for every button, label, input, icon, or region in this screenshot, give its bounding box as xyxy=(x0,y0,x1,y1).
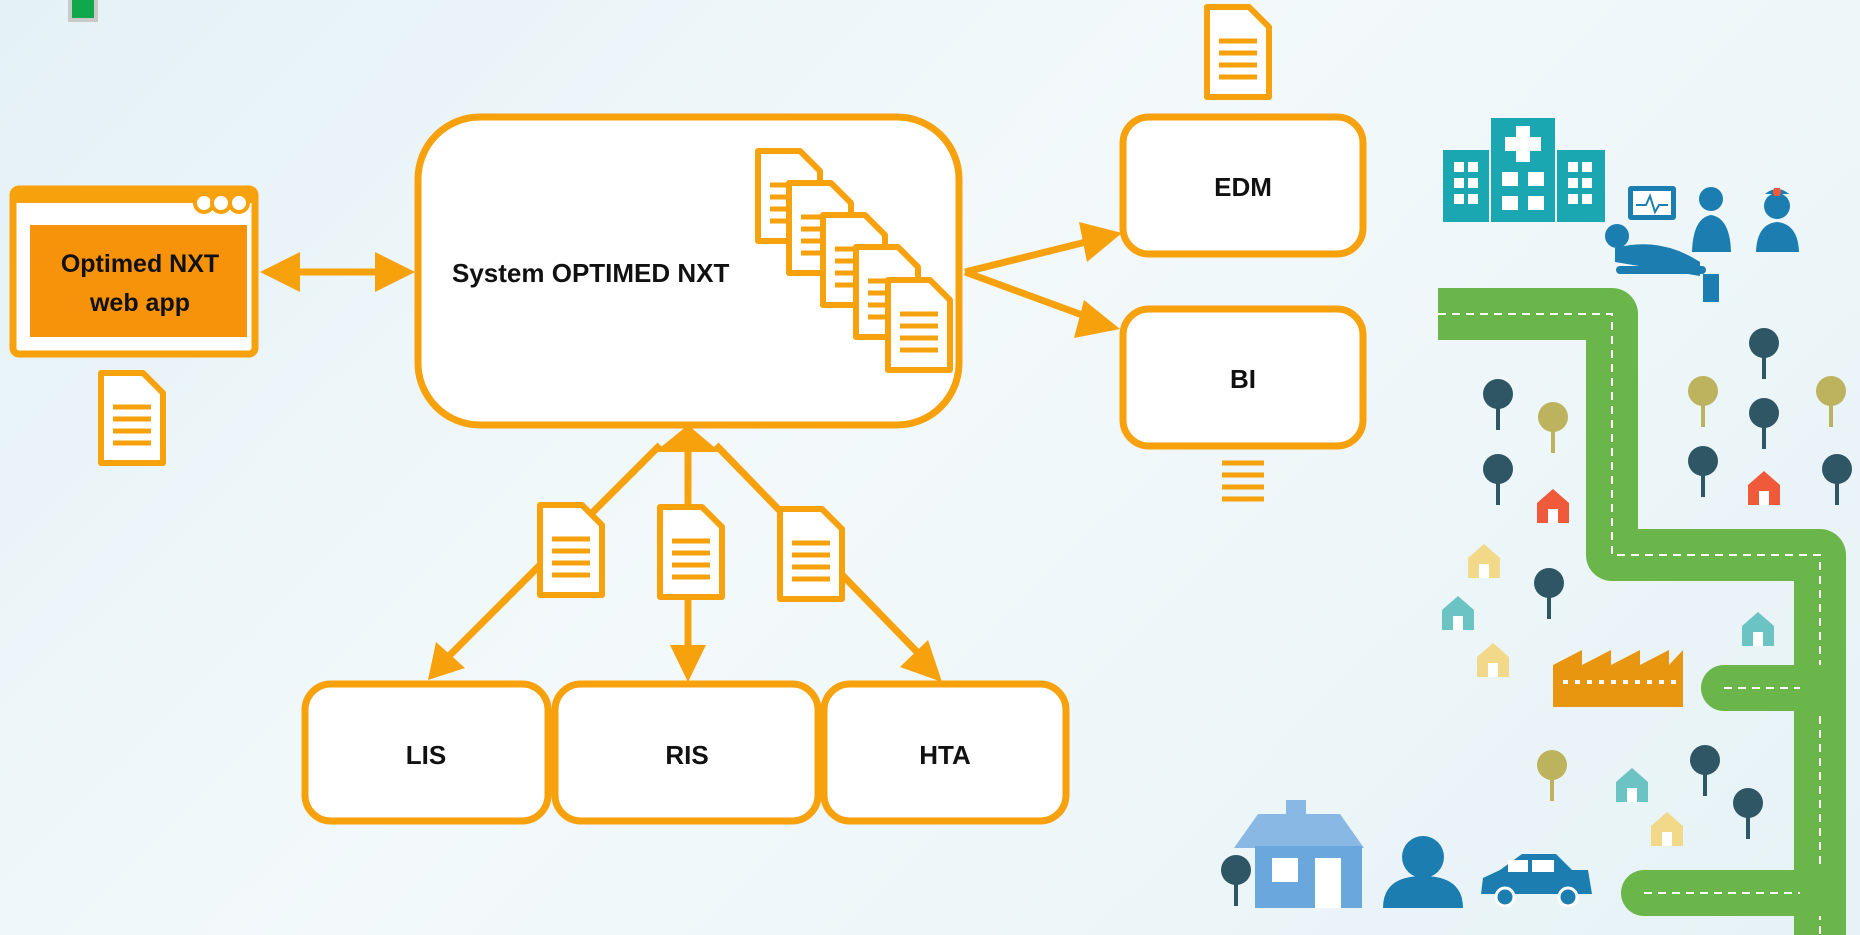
medical-staff-icon xyxy=(1605,186,1799,302)
factory-icon xyxy=(1553,650,1683,707)
green-square-icon xyxy=(68,0,98,22)
hta-label: HTA xyxy=(919,740,971,770)
home-icon xyxy=(1234,800,1364,908)
arrow-system-edm xyxy=(964,222,1122,276)
edm-box[interactable]: EDM xyxy=(1119,113,1367,258)
lis-box[interactable]: LIS xyxy=(301,680,552,825)
webapp-label-line1: Optimed NXT xyxy=(61,250,219,278)
system-label: System OPTIMED NXT xyxy=(452,258,730,288)
lis-label: LIS xyxy=(406,740,446,770)
document-icon xyxy=(540,505,602,595)
ris-box[interactable]: RIS xyxy=(551,680,822,825)
bi-label: BI xyxy=(1230,364,1256,394)
webapp-window[interactable]: Optimed NXT web app xyxy=(9,185,259,358)
arrow-system-bi xyxy=(963,268,1120,338)
document-icon xyxy=(101,373,163,463)
window-controls-icon xyxy=(193,192,250,214)
webapp-label-line2: web app xyxy=(89,289,190,317)
edm-label: EDM xyxy=(1214,172,1272,202)
document-icon xyxy=(780,509,842,599)
city-road-illustration xyxy=(1221,118,1852,935)
document-icon xyxy=(660,507,722,597)
hospital-building-icon xyxy=(1443,118,1605,222)
data-lines-icon xyxy=(1222,460,1264,502)
arrowhead-cluster xyxy=(655,425,720,452)
document-icon xyxy=(1207,7,1269,97)
person-icon xyxy=(1383,836,1463,908)
arrow-webapp-system xyxy=(260,252,415,292)
car-icon xyxy=(1481,854,1592,908)
ris-label: RIS xyxy=(665,740,708,770)
bi-box[interactable]: BI xyxy=(1119,305,1367,450)
hta-box[interactable]: HTA xyxy=(820,680,1070,825)
